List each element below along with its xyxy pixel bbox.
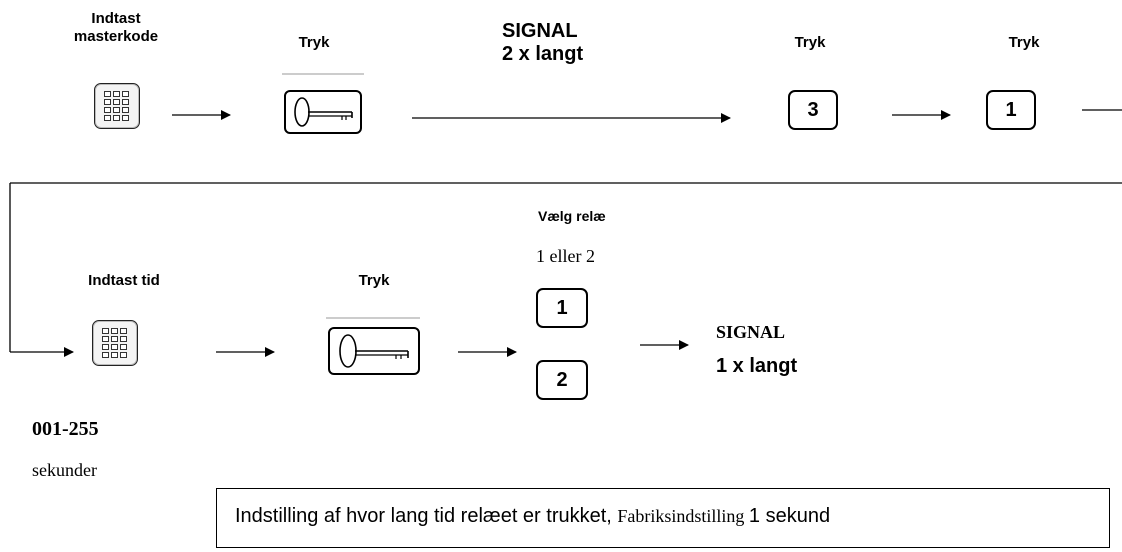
- signal-2-line1: SIGNAL: [716, 322, 786, 342]
- digit-key-1: 1: [986, 90, 1036, 130]
- keypad-icon: [92, 320, 138, 366]
- note-text-3: 1 sekund: [748, 505, 831, 527]
- enter-master-line2: masterkode: [73, 28, 159, 45]
- digit-key-3: 3: [788, 90, 838, 130]
- press-label-3: Tryk: [1008, 34, 1040, 51]
- press-label-2: Tryk: [794, 34, 826, 51]
- time-unit: sekunder: [32, 460, 97, 480]
- relay-options-label: 1 eller 2: [536, 246, 595, 266]
- press-label-1: Tryk: [298, 34, 330, 51]
- key-icon: [294, 97, 353, 127]
- note-text-1: Indstilling af hvor lang tid relæet er t…: [235, 505, 618, 527]
- signal-2-line2: 1 x langt: [716, 355, 798, 377]
- enter-master-label: Indtast masterkode: [56, 10, 176, 46]
- note-text-2: Fabriksindstilling: [617, 506, 749, 526]
- key-button-1: [284, 90, 362, 134]
- key-icon: [339, 334, 409, 368]
- press-label-4: Tryk: [358, 272, 390, 289]
- signal-1-line1: SIGNAL: [502, 20, 578, 42]
- time-range: 001-255: [32, 418, 99, 440]
- enter-time-label: Indtast tid: [88, 272, 160, 289]
- relay-key-2: 2: [536, 360, 588, 400]
- note-box: Indstilling af hvor lang tid relæet er t…: [216, 488, 1110, 548]
- enter-master-line1: Indtast: [91, 10, 141, 27]
- relay-key-1: 1: [536, 288, 588, 328]
- keypad-icon: [94, 83, 140, 129]
- signal-1-text: SIGNAL 2 x langt: [502, 20, 583, 66]
- choose-relay-label: Vælg relæ: [538, 208, 606, 224]
- key-button-2: [328, 327, 420, 375]
- signal-1-line2: 2 x langt: [502, 43, 584, 65]
